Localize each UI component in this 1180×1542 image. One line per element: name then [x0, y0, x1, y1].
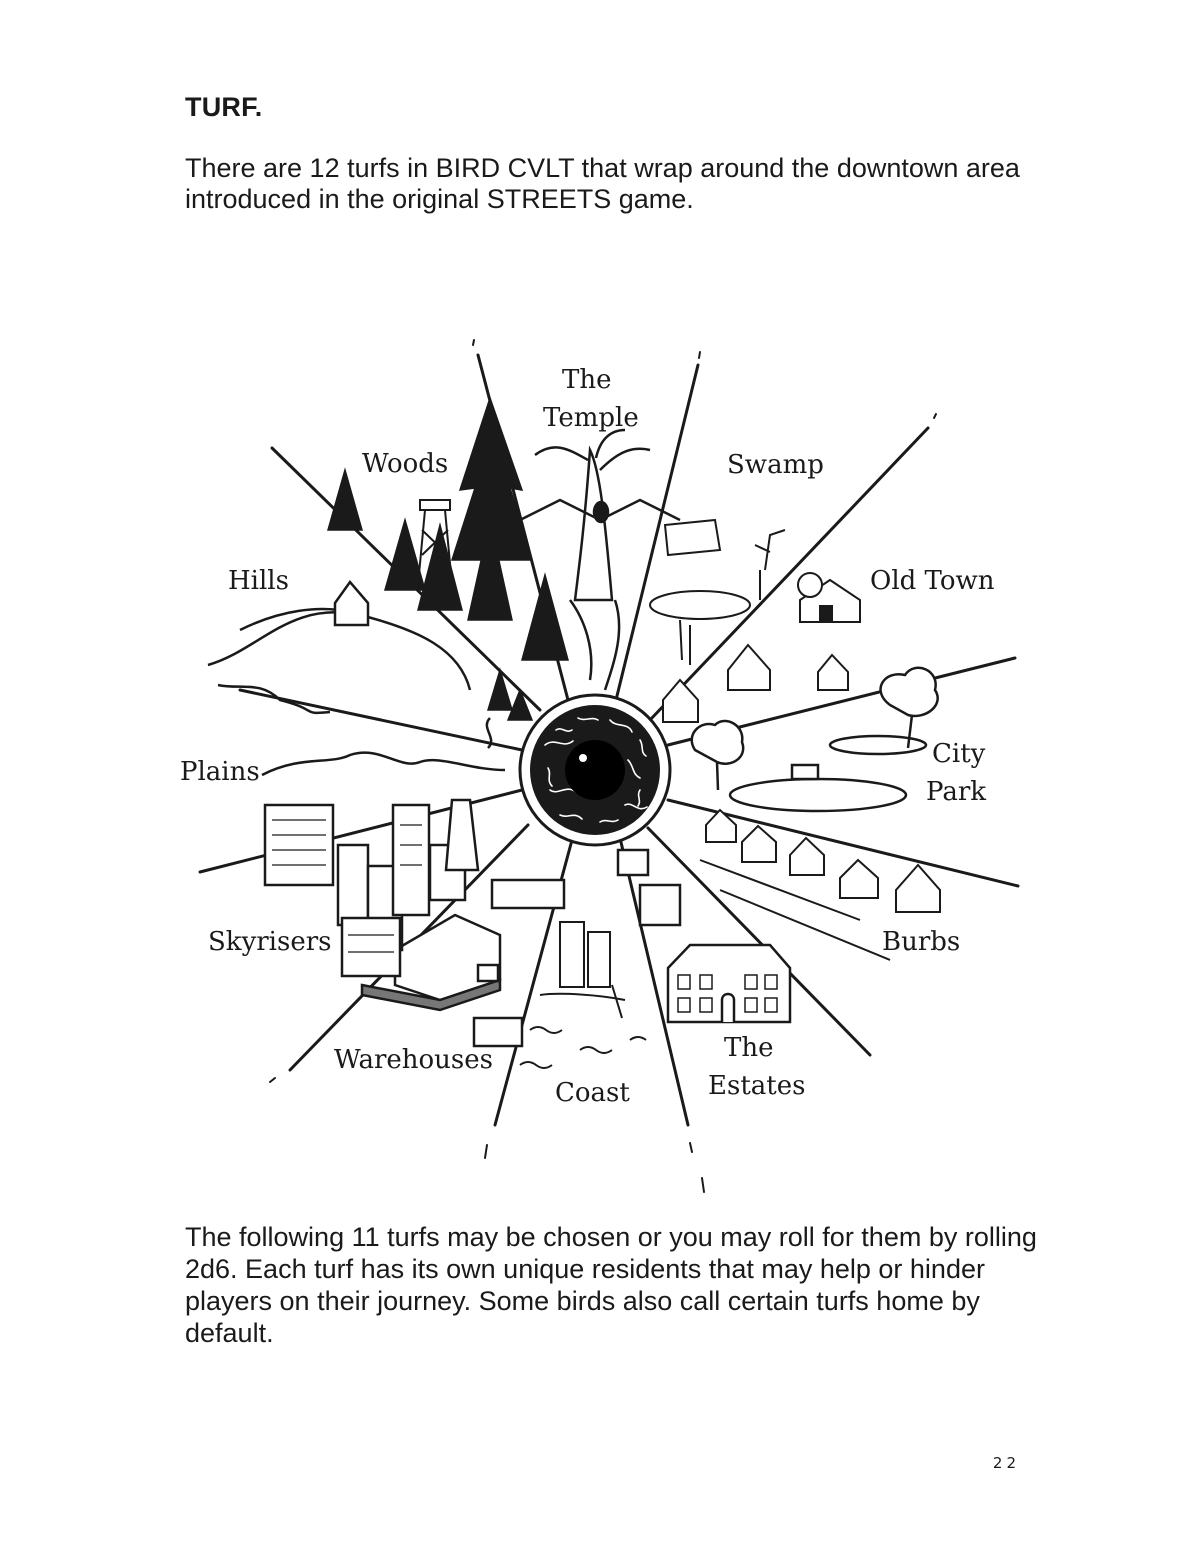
hills-plains-drawing [207, 579, 506, 777]
turf-label-the-temple-line2: Temple [543, 403, 639, 433]
intro-paragraph: There are 12 turfs in BIRD CVLT that wra… [185, 153, 1020, 214]
turf-label-skyrisers: Skyrisers [208, 927, 332, 957]
coast-drawing [519, 921, 647, 1069]
city-park-drawing [690, 666, 939, 813]
temple-tree-drawing [519, 428, 681, 691]
turf-label-coast: Coast [555, 1078, 630, 1108]
turf-label-plains: Plains [180, 757, 260, 787]
burbs-houses-drawing [699, 808, 941, 961]
turf-label-the-estates-line1: The [724, 1033, 773, 1063]
turf-labels: The Temple Woods Swamp Hills Old Town Pl… [180, 365, 995, 1108]
turf-label-city-park-line2: Park [926, 777, 986, 807]
page-number: 22 [992, 1454, 1020, 1472]
outro-paragraph: The following 11 turfs may be chosen or … [185, 1222, 1037, 1348]
turf-label-city-park-line1: City [932, 739, 986, 769]
old-town-houses-drawing [662, 572, 861, 723]
page-heading: TURF. [185, 92, 263, 122]
turf-label-the-temple-line1: The [562, 365, 611, 395]
warehouses-drawing [360, 878, 566, 1048]
turf-label-old-town: Old Town [870, 566, 995, 596]
turf-label-woods: Woods [362, 449, 448, 479]
turf-label-the-estates-line2: Estates [708, 1071, 805, 1101]
skyrisers-drawing [263, 798, 480, 978]
divider-ticks [269, 339, 937, 1193]
estates-mansion-drawing [616, 848, 792, 1024]
turf-label-swamp: Swamp [727, 450, 824, 480]
woods-trees-drawing [327, 395, 569, 721]
turf-label-burbs: Burbs [882, 927, 960, 957]
turf-label-warehouses: Warehouses [334, 1045, 493, 1075]
center-eye-emblem [518, 693, 672, 847]
swamp-drawing [649, 518, 786, 665]
turf-label-hills: Hills [228, 566, 289, 596]
